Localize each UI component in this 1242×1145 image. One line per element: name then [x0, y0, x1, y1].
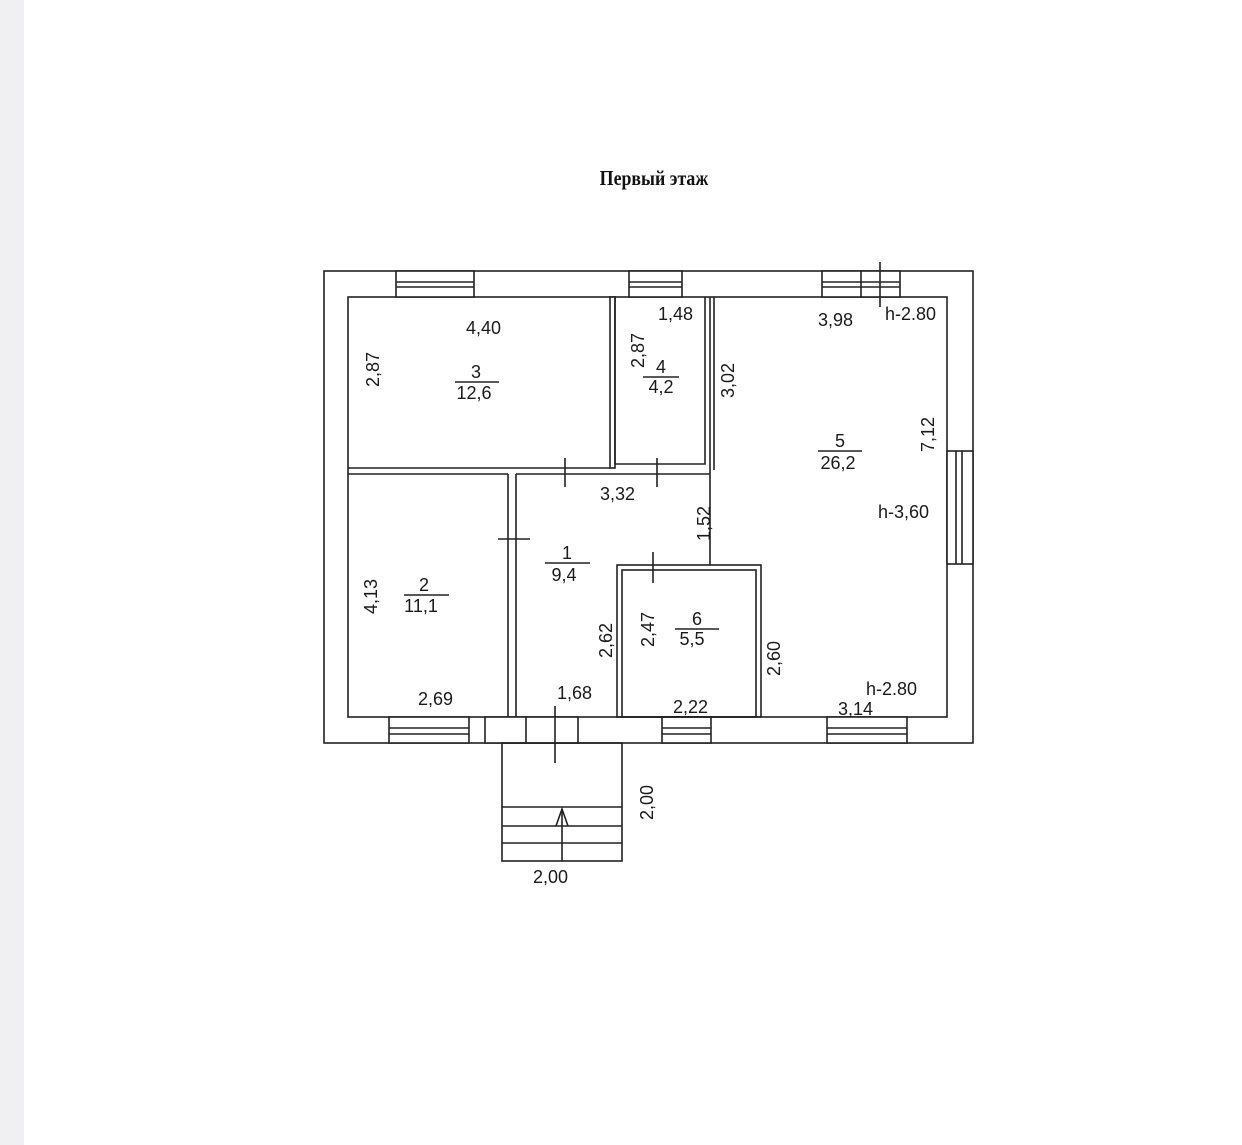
dim: 7,12 — [918, 417, 938, 452]
dim: 4,40 — [466, 318, 501, 338]
window-top-3 — [821, 262, 901, 307]
height-label: h-2.80 — [885, 304, 936, 324]
height-label: h-2.80 — [866, 679, 917, 699]
svg-text:2: 2 — [419, 575, 429, 595]
room-6-label: 65,5 — [675, 609, 719, 649]
dim: 1,52 — [694, 506, 714, 541]
window-top-2 — [628, 270, 683, 298]
svg-text:4,2: 4,2 — [648, 377, 673, 397]
dim: 2,22 — [673, 697, 708, 717]
dim: 3,14 — [838, 699, 873, 719]
outer-wall — [323, 270, 974, 744]
dim: 2,87 — [628, 333, 648, 368]
height-label: h-3,60 — [878, 502, 929, 522]
dim: 3,02 — [718, 363, 738, 398]
window-bottom-1 — [388, 716, 470, 744]
porch-stairs — [501, 742, 623, 862]
window-top-1 — [395, 270, 475, 298]
room-1-label: 19,4 — [545, 543, 590, 585]
dim: 3,98 — [818, 310, 853, 330]
viewer-margin — [0, 0, 24, 1145]
room-4-label: 44,2 — [643, 357, 679, 397]
window-right — [946, 450, 974, 565]
room-3-label: 312,6 — [455, 362, 499, 403]
room-2-label: 211,1 — [404, 575, 449, 616]
dim: 1,68 — [557, 683, 592, 703]
window-bottom-2 — [661, 716, 712, 744]
room-5-label: 526,2 — [818, 431, 862, 473]
dim: 2,60 — [764, 641, 784, 676]
dim: 2,00 — [637, 785, 657, 820]
svg-text:26,2: 26,2 — [820, 453, 855, 473]
dim: 2,00 — [533, 867, 568, 887]
svg-text:11,1: 11,1 — [404, 596, 438, 616]
svg-text:1: 1 — [562, 543, 572, 563]
dim: 4,13 — [361, 579, 381, 614]
svg-text:3: 3 — [471, 362, 481, 382]
svg-text:5: 5 — [835, 431, 845, 451]
svg-text:4: 4 — [656, 357, 666, 377]
svg-text:9,4: 9,4 — [551, 565, 576, 585]
svg-text:5,5: 5,5 — [679, 629, 704, 649]
svg-text:6: 6 — [692, 609, 702, 629]
svg-text:12,6: 12,6 — [456, 383, 491, 403]
window-bottom-3 — [826, 716, 908, 744]
dim: 1,48 — [658, 304, 693, 324]
interior-walls — [348, 296, 762, 718]
page-title: Первый этаж — [599, 166, 709, 190]
dim: 2,62 — [596, 623, 616, 658]
dim: 2,47 — [638, 612, 658, 647]
dim: 2,87 — [363, 352, 383, 387]
dim: 2,69 — [418, 689, 453, 709]
entrance-door — [484, 706, 579, 763]
dim: 3,32 — [600, 484, 635, 504]
